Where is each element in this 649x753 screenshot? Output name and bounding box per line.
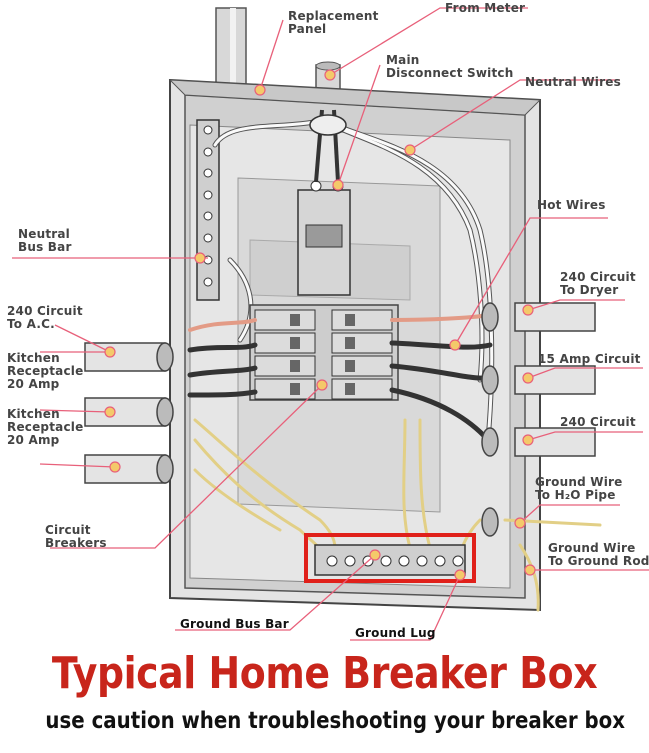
label-line: Bus Bar xyxy=(18,240,72,254)
label-from-meter: From Meter xyxy=(445,1,526,15)
label-240-circuit: 240 Circuit xyxy=(560,415,636,429)
label-line: 20 Amp xyxy=(7,433,60,447)
label-line: 240 Circuit xyxy=(7,304,83,318)
label-240-circuit-ac: 240 Circuit To A.C. xyxy=(7,305,83,331)
label-ground-lug: Ground Lug xyxy=(355,626,436,640)
label-line: Kitchen xyxy=(7,351,60,365)
label-line: To A.C. xyxy=(7,317,55,331)
label-line: Receptacle xyxy=(7,364,84,378)
label-line: Kitchen xyxy=(7,407,60,421)
label-line: Circuit xyxy=(45,523,91,537)
label-circuit-breakers: Circuit Breakers xyxy=(45,524,107,550)
label-line: Replacement xyxy=(288,9,379,23)
ground-bus-bar xyxy=(314,544,466,576)
label-line: 240 Circuit xyxy=(560,270,636,284)
leader-lines xyxy=(12,7,649,641)
left-conduits xyxy=(84,342,174,484)
label-line: Disconnect Switch xyxy=(386,66,514,80)
label-line: Panel xyxy=(288,22,327,36)
ground-bus-highlight xyxy=(304,533,476,583)
label-line: To H₂O Pipe xyxy=(535,488,616,502)
label-line: Ground Wire xyxy=(535,475,623,489)
main-disconnect-switch xyxy=(297,180,351,296)
label-replacement-panel: Replacement Panel xyxy=(288,10,379,36)
label-main-disconnect: Main Disconnect Switch xyxy=(386,54,513,80)
label-240-circuit-dryer: 240 Circuit To Dryer xyxy=(560,271,636,297)
label-line: Neutral xyxy=(18,227,70,241)
page-subtitle: use caution when troubleshooting your br… xyxy=(45,708,625,734)
label-kitchen-receptacle-2: Kitchen Receptacle 20 Amp xyxy=(7,408,83,447)
label-line: 20 Amp xyxy=(7,377,60,391)
label-ground-bus-bar: Ground Bus Bar xyxy=(180,617,289,631)
circuit-breakers xyxy=(249,304,399,401)
label-ground-wire-rod: Ground Wire To Ground Rod xyxy=(548,542,649,568)
label-line: Main xyxy=(386,53,420,67)
label-ground-wire-pipe: Ground Wire To H₂O Pipe xyxy=(535,476,622,502)
label-kitchen-receptacle-1: Kitchen Receptacle 20 Amp xyxy=(7,352,83,391)
label-line: To Ground Rod xyxy=(548,554,649,568)
label-line: Breakers xyxy=(45,536,107,550)
wire-clamp-top xyxy=(309,114,347,136)
replacement-panel-conduit xyxy=(215,7,247,89)
label-line: Ground Wire xyxy=(548,541,636,555)
label-hot-wires: Hot Wires xyxy=(537,198,606,212)
label-line: Receptacle xyxy=(7,420,84,434)
callout-dots xyxy=(104,69,536,581)
page-title: Typical Home Breaker Box xyxy=(51,648,598,699)
label-15-amp-circuit: 15 Amp Circuit xyxy=(538,352,641,366)
label-neutral-wires: Neutral Wires xyxy=(525,75,621,89)
label-line: To Dryer xyxy=(560,283,619,297)
label-neutral-bus-bar: Neutral Bus Bar xyxy=(18,228,72,254)
